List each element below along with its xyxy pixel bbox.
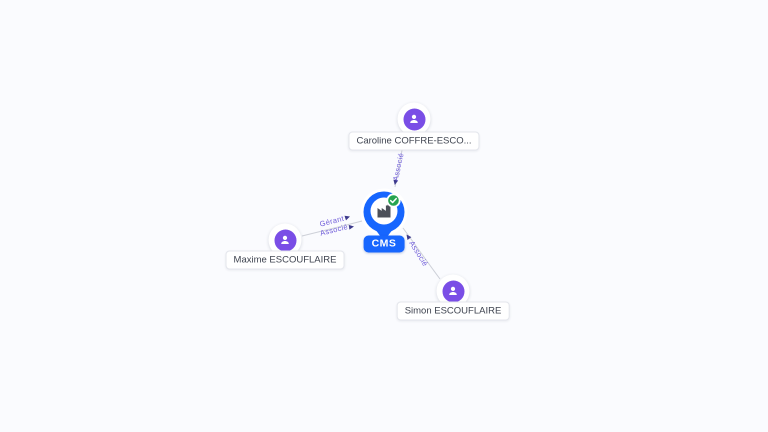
verified-badge-icon [386,193,401,208]
node-label-simon[interactable]: Simon ESCOUFLAIRE [396,301,510,321]
avatar-circle [403,108,425,130]
avatar-circle [274,229,296,251]
edge-simon-cms [402,227,441,280]
avatar-circle [442,280,464,302]
arrowhead-maxime-associe [348,224,354,230]
arrowhead-simon [406,234,412,240]
node-cms[interactable] [352,186,416,250]
arrowhead-caroline [393,179,399,185]
node-caroline[interactable] [397,102,431,136]
person-icon [281,235,289,244]
node-label-maxime[interactable]: Maxime ESCOUFLAIRE [225,250,345,270]
person-icon [449,286,457,295]
node-label-cms[interactable]: CMS [363,235,405,253]
person-icon [410,114,418,123]
arrowhead-maxime-gerant [344,215,350,221]
node-label-caroline[interactable]: Caroline COFFRE-ESCO... [348,131,480,151]
company-pin-icon [360,188,408,245]
edge-caroline-cms [394,149,403,188]
edge-maxime-cms [301,220,363,237]
